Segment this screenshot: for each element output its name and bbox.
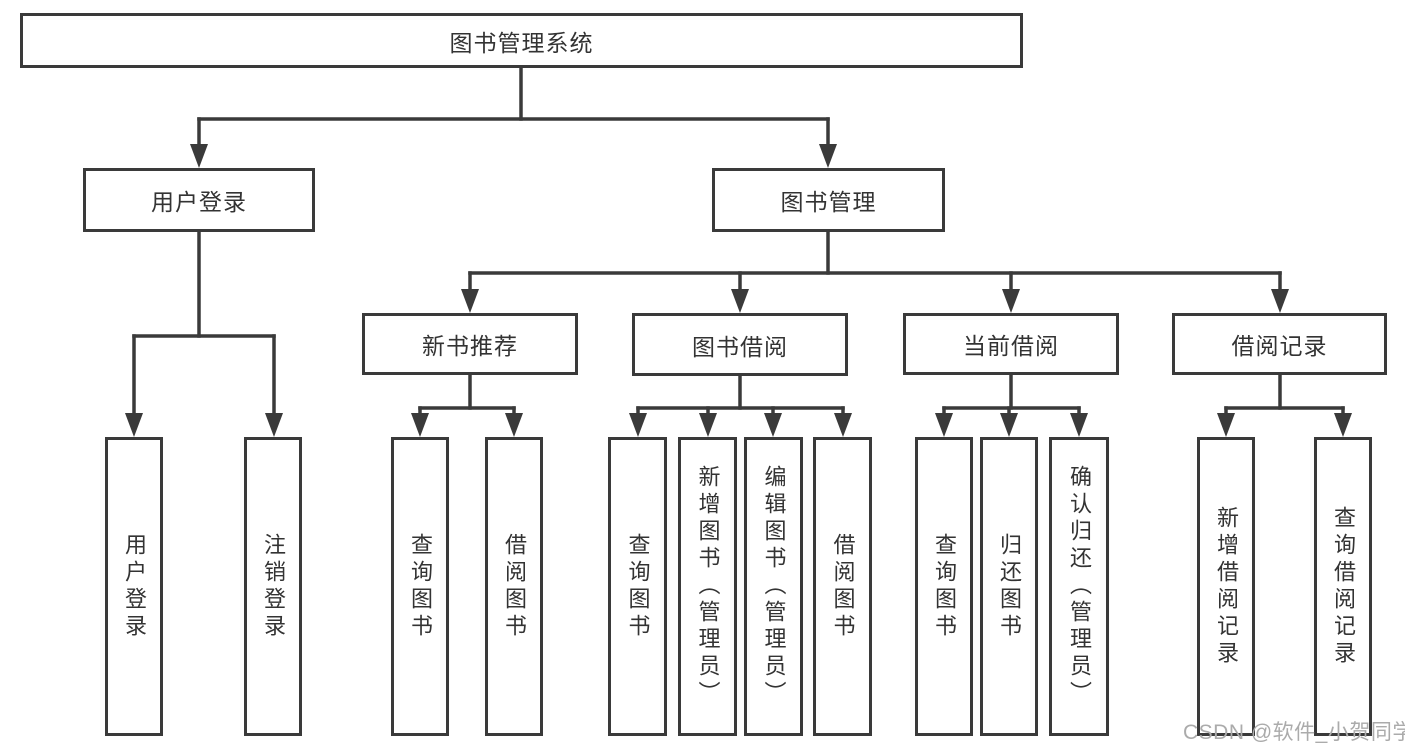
connector-borrow-records [1217,373,1352,437]
leaf-nbr-borrow-books-label: 借阅图书 [502,532,527,641]
node-book-mgmt-label: 图书管理 [780,189,877,215]
node-current-borrowing-label: 当前借阅 [963,333,1059,359]
leaf-user-login-label: 用户登录 [122,532,147,641]
connector-root [190,66,837,168]
connector-book-mgmt [461,230,1289,313]
connector-new-book-rec [411,373,523,437]
leaf-br-add-record-label: 新增借阅记录 [1214,505,1239,668]
node-new-book-rec: 新书推荐 [362,313,578,375]
leaf-bb-add-books-admin: 新增图书（管理员） [678,437,737,736]
csdn-watermark: CSDN @软件_小贺同学 [1183,721,1405,744]
leaf-br-add-record: 新增借阅记录 [1197,437,1255,736]
node-current-borrowing: 当前借阅 [903,313,1119,375]
leaf-cb-return-books: 归还图书 [980,437,1038,736]
leaf-cb-confirm-return-admin-label: 确认归还（管理员） [1067,465,1092,708]
connector-user-login [125,230,283,437]
node-root-label: 图书管理系统 [449,29,594,56]
leaf-bb-query-books: 查询图书 [608,437,667,736]
leaf-logout: 注销登录 [244,437,302,736]
leaf-cb-confirm-return-admin: 确认归还（管理员） [1049,437,1109,736]
leaf-bb-edit-books-admin: 编辑图书（管理员） [744,437,803,736]
leaf-nbr-borrow-books: 借阅图书 [485,437,543,736]
connector-book-borrowing [629,374,852,437]
leaf-bb-add-books-admin-label: 新增图书（管理员） [695,465,721,708]
node-book-borrowing-label: 图书借阅 [692,333,788,360]
leaf-bb-query-books-label: 查询图书 [625,532,651,641]
node-root: 图书管理系统 [20,13,1023,68]
node-book-mgmt: 图书管理 [712,168,945,232]
leaf-logout-label: 注销登录 [261,532,286,641]
leaf-bb-edit-books-admin-label: 编辑图书（管理员） [761,465,787,708]
node-new-book-rec-label: 新书推荐 [422,333,518,359]
leaf-cb-return-books-label: 归还图书 [997,532,1022,641]
node-user-login: 用户登录 [83,168,315,232]
leaf-bb-borrow-books-label: 借阅图书 [830,532,856,641]
leaf-bb-borrow-books: 借阅图书 [813,437,872,736]
node-book-borrowing: 图书借阅 [632,313,848,376]
leaf-cb-query-books-label: 查询图书 [932,532,957,641]
node-borrow-records: 借阅记录 [1172,313,1387,375]
leaf-nbr-query-books: 查询图书 [391,437,449,736]
connector-current-borrowing [935,373,1088,437]
leaf-cb-query-books: 查询图书 [915,437,973,736]
leaf-nbr-query-books-label: 查询图书 [408,532,433,641]
leaf-br-query-record: 查询借阅记录 [1314,437,1372,736]
node-user-login-label: 用户登录 [151,189,247,215]
node-borrow-records-label: 借阅记录 [1231,333,1328,359]
leaf-user-login: 用户登录 [105,437,163,736]
leaf-br-query-record-label: 查询借阅记录 [1331,505,1356,668]
